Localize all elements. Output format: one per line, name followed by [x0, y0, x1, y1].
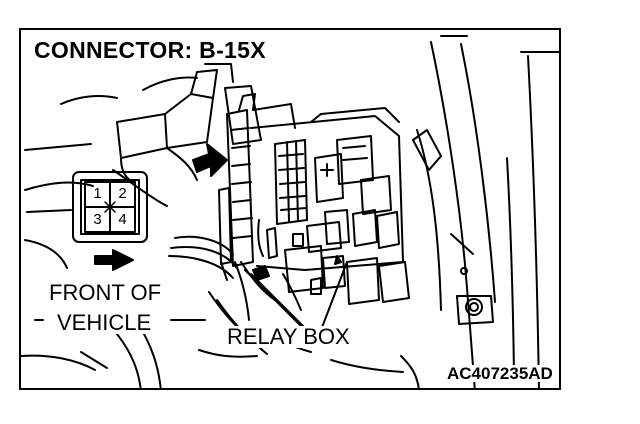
connector-pin-3: 3	[93, 211, 102, 228]
connector-pin-4: 4	[118, 211, 127, 228]
relay-box	[250, 107, 410, 305]
connector-pin-2: 2	[118, 185, 127, 202]
fuse-block-column	[218, 93, 256, 281]
vehicle-label: VEHICLE	[56, 310, 153, 335]
figure-code: AC407235AD	[445, 364, 555, 383]
connector-face-diagram	[72, 171, 148, 243]
connector-pin-1: 1	[93, 185, 102, 202]
connector-pointer-arrow	[192, 143, 228, 177]
relay-box-leader-lines	[244, 261, 348, 333]
front-of-label: FRONT OF	[48, 280, 163, 305]
body-panel	[412, 35, 559, 388]
diagram-frame: CONNECTOR: B-15X 1 2 3 4 FRONT OF VEHICL…	[19, 28, 561, 390]
connector-title: CONNECTOR: B-15X	[31, 39, 269, 62]
relay-box-label: RELAY BOX	[226, 324, 351, 349]
front-direction-arrow	[94, 249, 134, 271]
